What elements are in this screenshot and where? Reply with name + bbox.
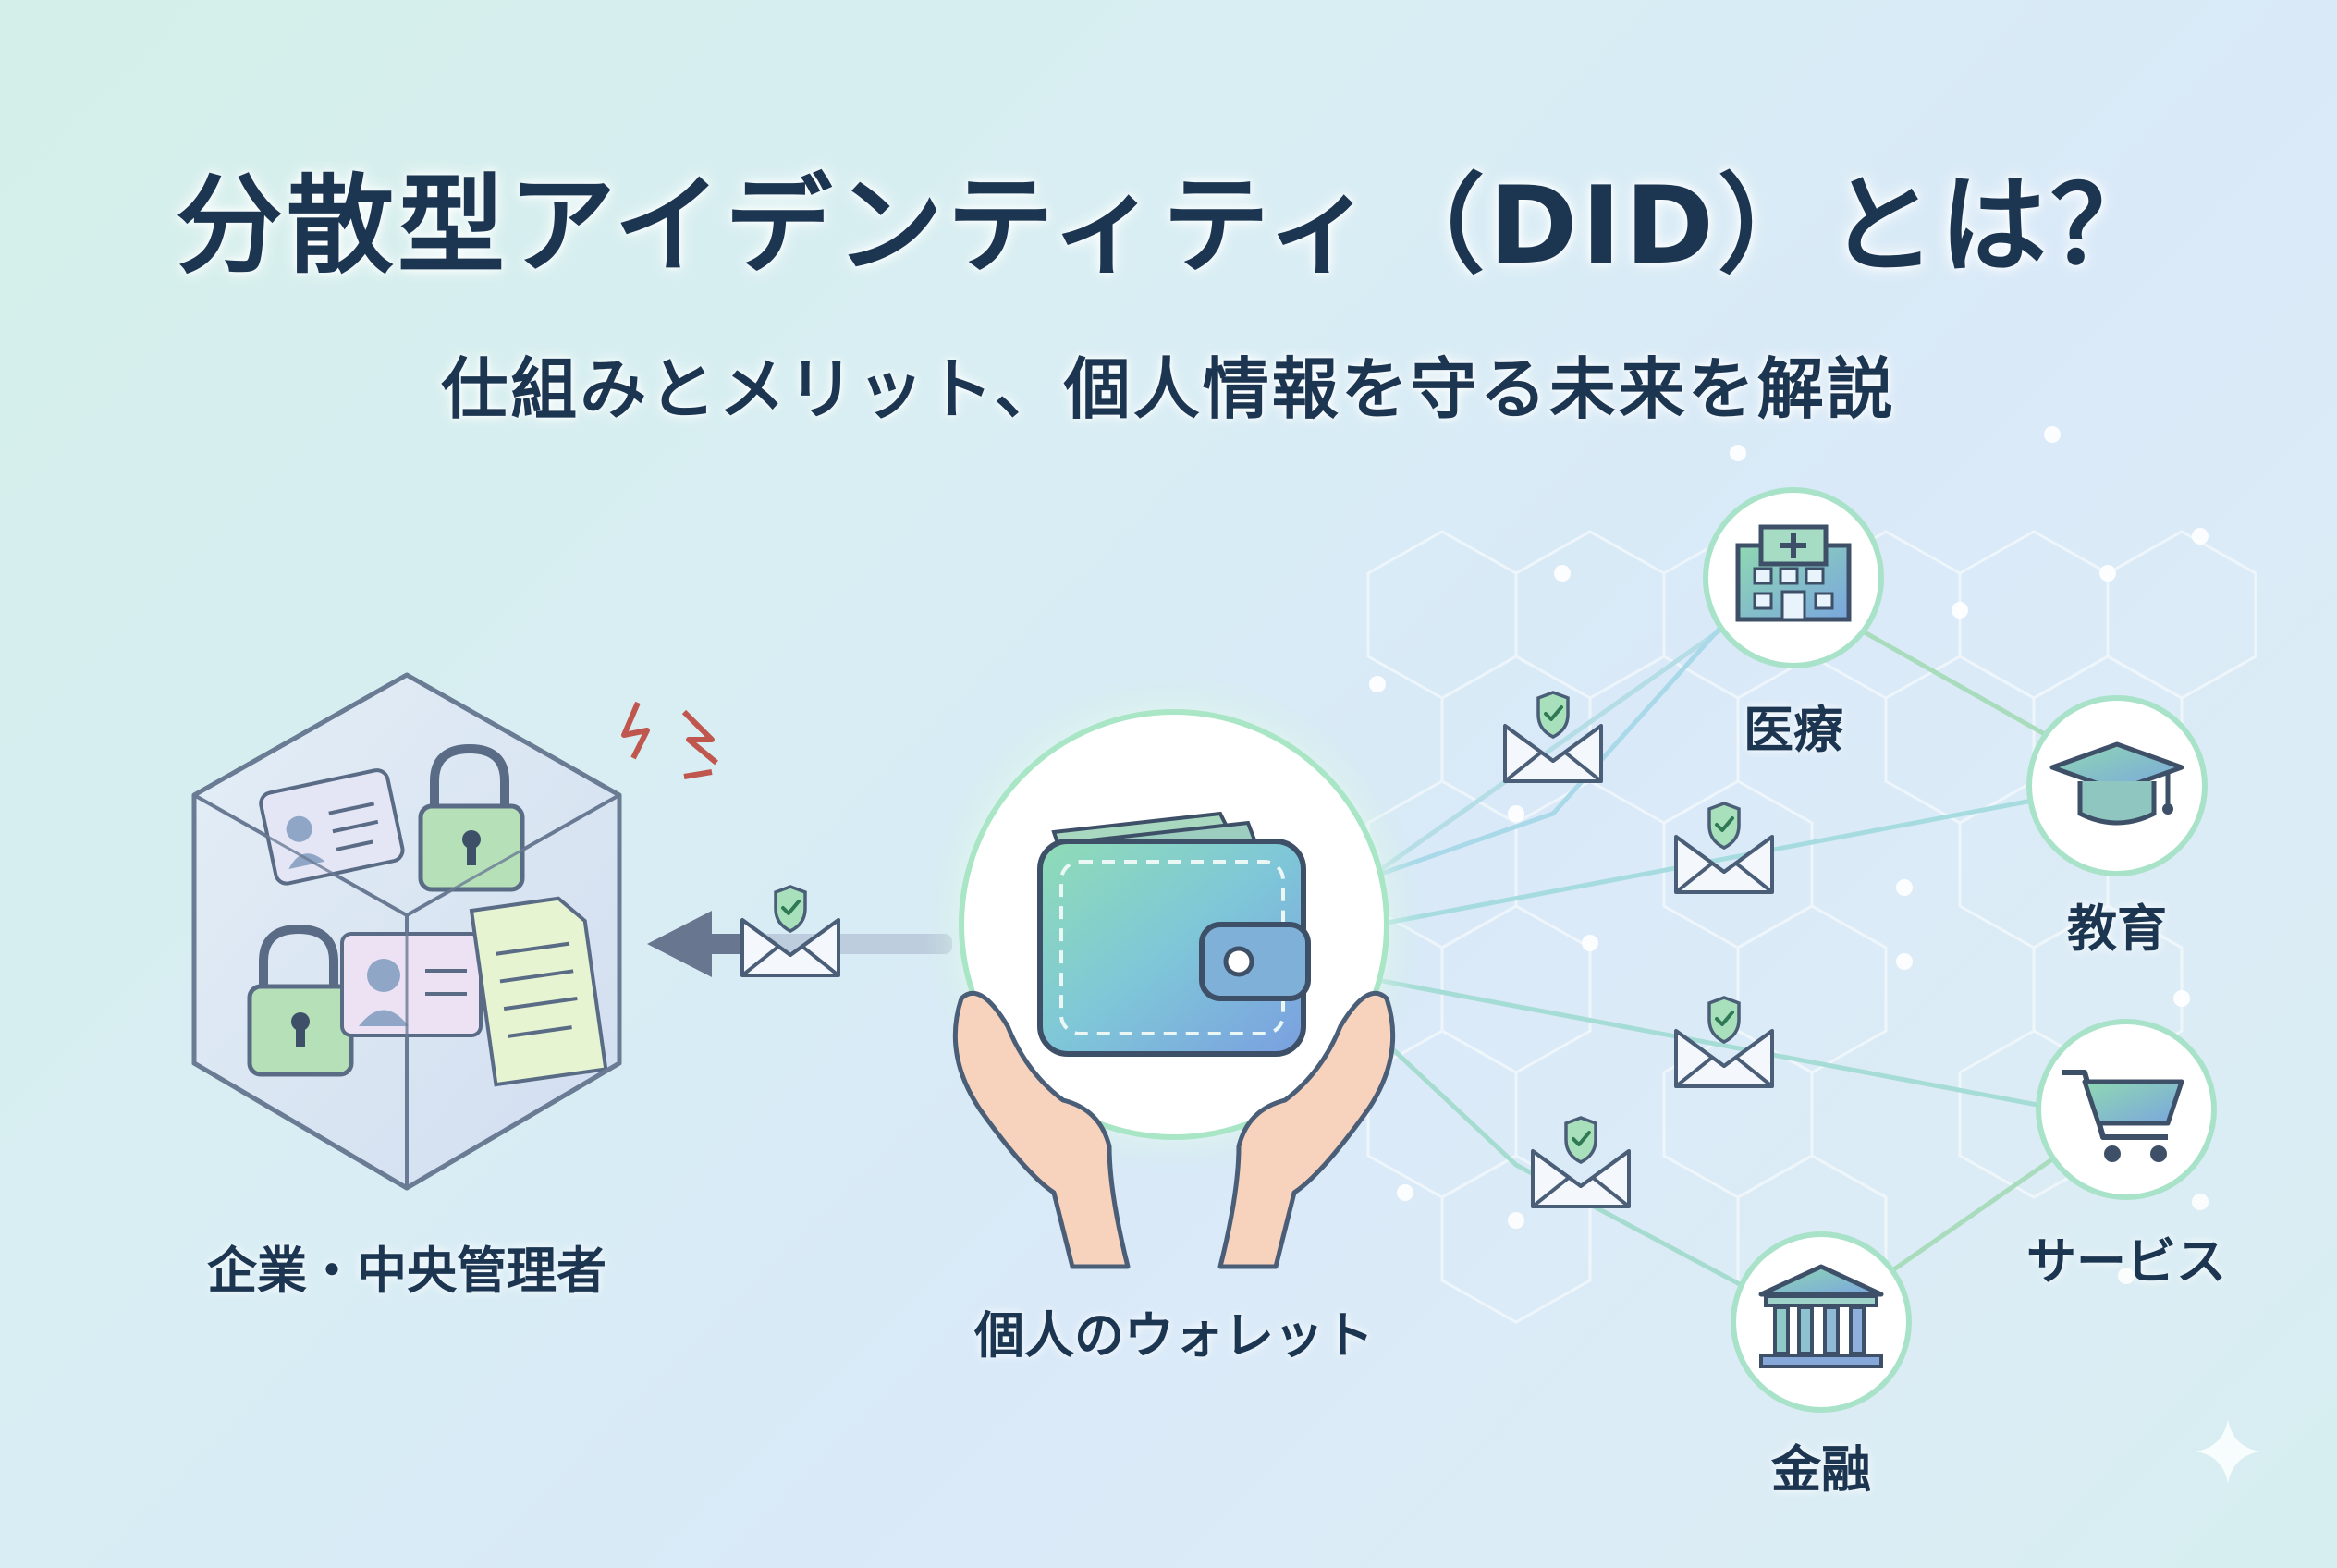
service-node-medical[interactable]: [1703, 487, 1884, 668]
service-label-service: サービス: [2026, 1232, 2226, 1291]
hospital-icon: [1735, 524, 1852, 622]
network-node-dots: [1369, 426, 2209, 1284]
graduation-cap-icon: [2049, 741, 2184, 826]
envelope-icon: [1674, 802, 1774, 894]
wallet-label: 個人のウォレット: [974, 1306, 1374, 1365]
page-subtitle: 仕組みとメリット、個人情報を守る未来を解説: [441, 350, 1896, 428]
page-title: 分散型アイデンティティ（DID）とは？: [175, 164, 2162, 288]
cube-storage-icon: [191, 672, 622, 1191]
hands-icon: [952, 990, 1396, 1269]
service-label-finance: 金融: [1771, 1440, 1871, 1499]
connection-lines: [1365, 570, 2074, 1316]
central-store-label: 企業・中央管理者: [207, 1242, 606, 1300]
envelope-icon: [1503, 691, 1603, 783]
sparkle-icon: [2196, 1419, 2260, 1484]
service-label-education: 教育: [2067, 900, 2167, 958]
service-label-medical: 医療: [1744, 701, 1843, 759]
service-node-education[interactable]: [2026, 695, 2208, 876]
envelope-icon: [1674, 996, 1774, 1088]
envelope-icon: [740, 885, 840, 977]
shopping-cart-icon: [2062, 1070, 2184, 1162]
alert-bolt-icon: [621, 701, 718, 779]
bank-icon: [1758, 1264, 1884, 1368]
service-node-finance[interactable]: [1731, 1231, 1912, 1413]
envelope-icon: [1531, 1116, 1631, 1208]
service-node-service[interactable]: [2036, 1019, 2217, 1200]
hex-network-background: [1366, 530, 2257, 1324]
wallet-icon: [1037, 811, 1311, 1057]
